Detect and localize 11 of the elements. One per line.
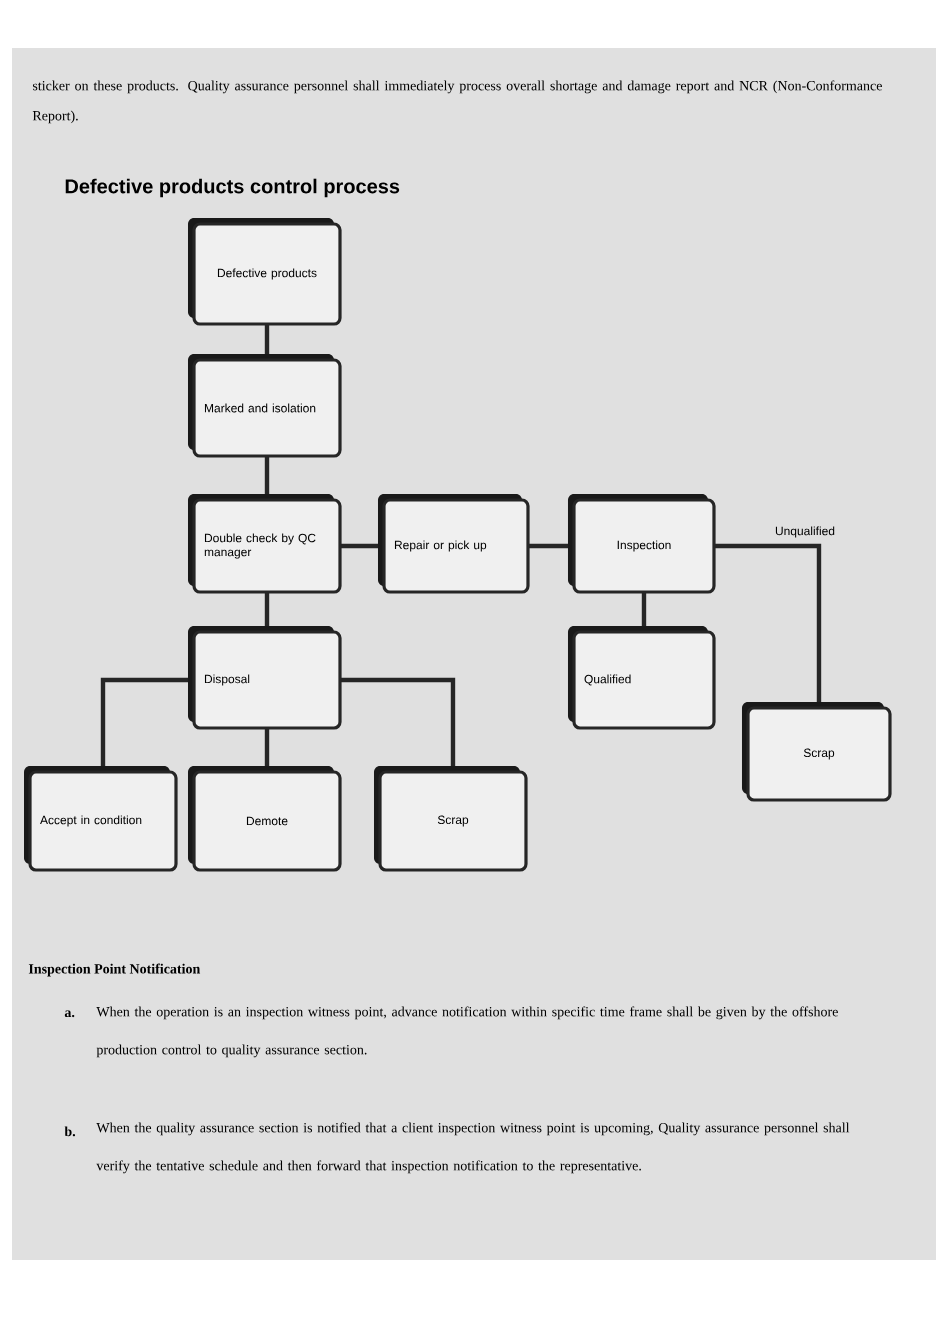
- connector: [264, 456, 270, 500]
- connector: [340, 677, 456, 772]
- connector: [528, 543, 574, 549]
- connector: [641, 592, 647, 632]
- connector: [340, 543, 384, 549]
- connector: [264, 728, 270, 772]
- connector: [714, 543, 822, 708]
- connector: [264, 592, 270, 632]
- title: Defective products control process: [65, 178, 400, 198]
- connector: [264, 324, 270, 360]
- connector: [100, 677, 194, 772]
